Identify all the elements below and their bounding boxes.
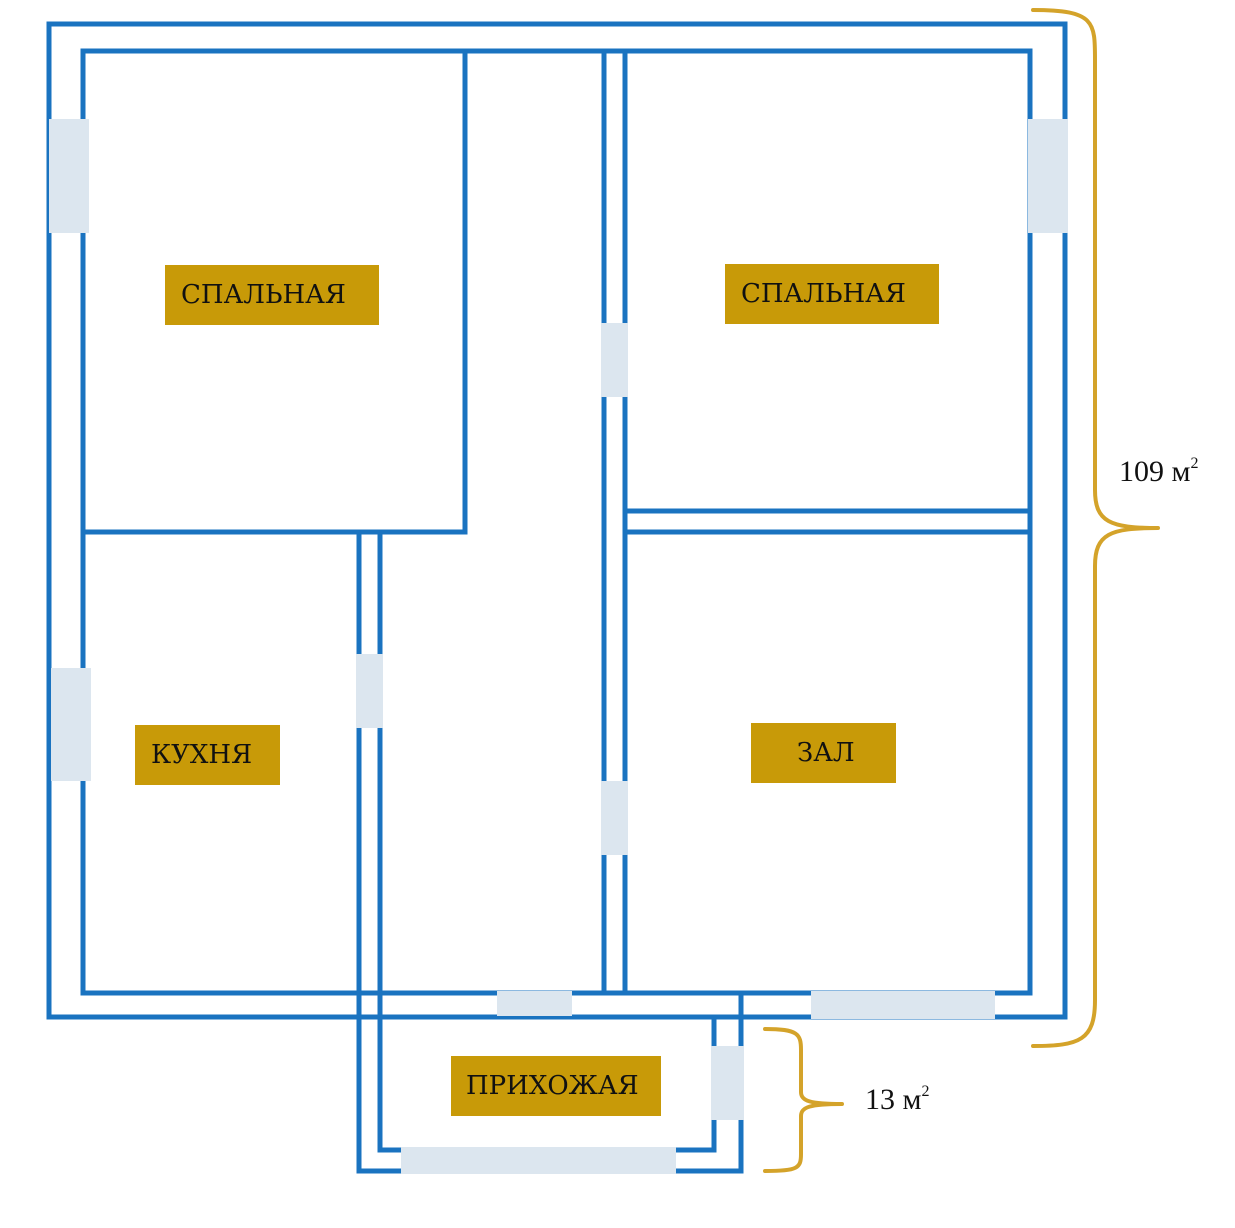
door-kitchen [356, 654, 383, 728]
door-entry-outer [711, 1046, 744, 1120]
area-main-value: 109 м [1119, 455, 1191, 488]
room-label-bedroom-left: СПАЛЬНАЯ [165, 265, 379, 325]
window-entry-bottom [401, 1147, 676, 1174]
room-label-entry: ПРИХОЖАЯ [451, 1056, 661, 1116]
label-text-hall: ЗАЛ [797, 738, 855, 768]
area-entry: 13 м2 [865, 1083, 929, 1116]
inner-wall [80, 48, 1033, 996]
label-box-bedroom-left [165, 265, 379, 325]
label-box-hall [751, 723, 896, 783]
door-corridor-bedroom [601, 323, 628, 397]
room-label-hall: ЗАЛ [751, 723, 896, 783]
label-box-entry [451, 1056, 661, 1116]
area-main: 109 м2 [1119, 455, 1198, 488]
room-label-kitchen: КУХНЯ [135, 725, 280, 785]
window-left-bottom [51, 668, 91, 781]
label-text-bedroom-left: СПАЛЬНАЯ [181, 280, 346, 310]
door-corridor-hall [601, 781, 628, 855]
window-hall-bottom [811, 991, 995, 1019]
label-text-kitchen: КУХНЯ [151, 740, 252, 770]
area-main-sup: 2 [1190, 455, 1198, 472]
label-text-entry: ПРИХОЖАЯ [466, 1071, 639, 1101]
label-box-bedroom-right [725, 264, 939, 324]
openings [49, 119, 1068, 1174]
label-box-kitchen [135, 725, 280, 785]
area-entry-sup: 2 [921, 1083, 929, 1100]
brace-entry [763, 1027, 844, 1173]
watermark: ✓ ЦИАН [900, 1033, 1137, 1093]
window-left-top [49, 119, 89, 233]
area-entry-value: 13 м [865, 1083, 922, 1116]
label-text-bedroom-right: СПАЛЬНАЯ [741, 279, 906, 309]
room-label-bedroom-right: СПАЛЬНАЯ [725, 264, 939, 324]
door-entry-inner [497, 991, 572, 1016]
window-right-top [1028, 119, 1068, 233]
outer-wall [46, 21, 1068, 1020]
brace-main [1031, 8, 1160, 1048]
